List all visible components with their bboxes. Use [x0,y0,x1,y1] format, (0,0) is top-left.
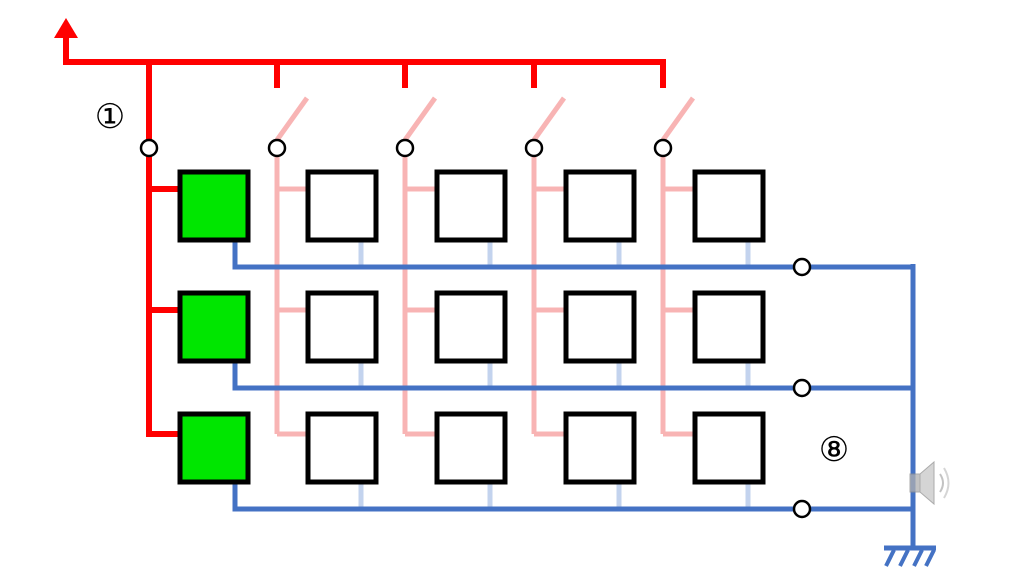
row-terminal [792,499,812,519]
ground-rail [232,482,913,512]
arrow-up-icon [54,18,78,38]
cell [563,290,637,364]
switch-blade [660,96,696,142]
switch-blade [402,96,438,142]
row-terminal [792,378,812,398]
inactive-wiring [274,96,751,509]
cell [305,290,379,364]
cell [692,169,766,243]
supply-wiring [54,18,666,437]
cell [305,169,379,243]
cell [563,169,637,243]
label-1: ① [95,97,125,137]
switch-terminal [653,138,673,158]
row-terminal [792,257,812,277]
switch-terminal [139,138,159,158]
cell-active [177,290,251,364]
cell-active [177,169,251,243]
cell [305,411,379,485]
cell [434,290,508,364]
cell-grid [177,169,766,485]
switch-terminal [395,138,415,158]
ground-icon [884,545,936,567]
speaker-icon [909,460,950,506]
terminals [139,138,812,519]
switch-blade [531,96,567,142]
cell [692,290,766,364]
switch-terminal [524,138,544,158]
cell [563,411,637,485]
cell-active [177,411,251,485]
switch-terminal [267,138,287,158]
cell [434,411,508,485]
switch-blade [274,96,310,142]
cell [692,411,766,485]
ground-rail [232,240,913,270]
ground-wiring [232,240,916,548]
label-8: ⑧ [819,430,849,470]
ground-rail [232,361,913,391]
cell [434,169,508,243]
